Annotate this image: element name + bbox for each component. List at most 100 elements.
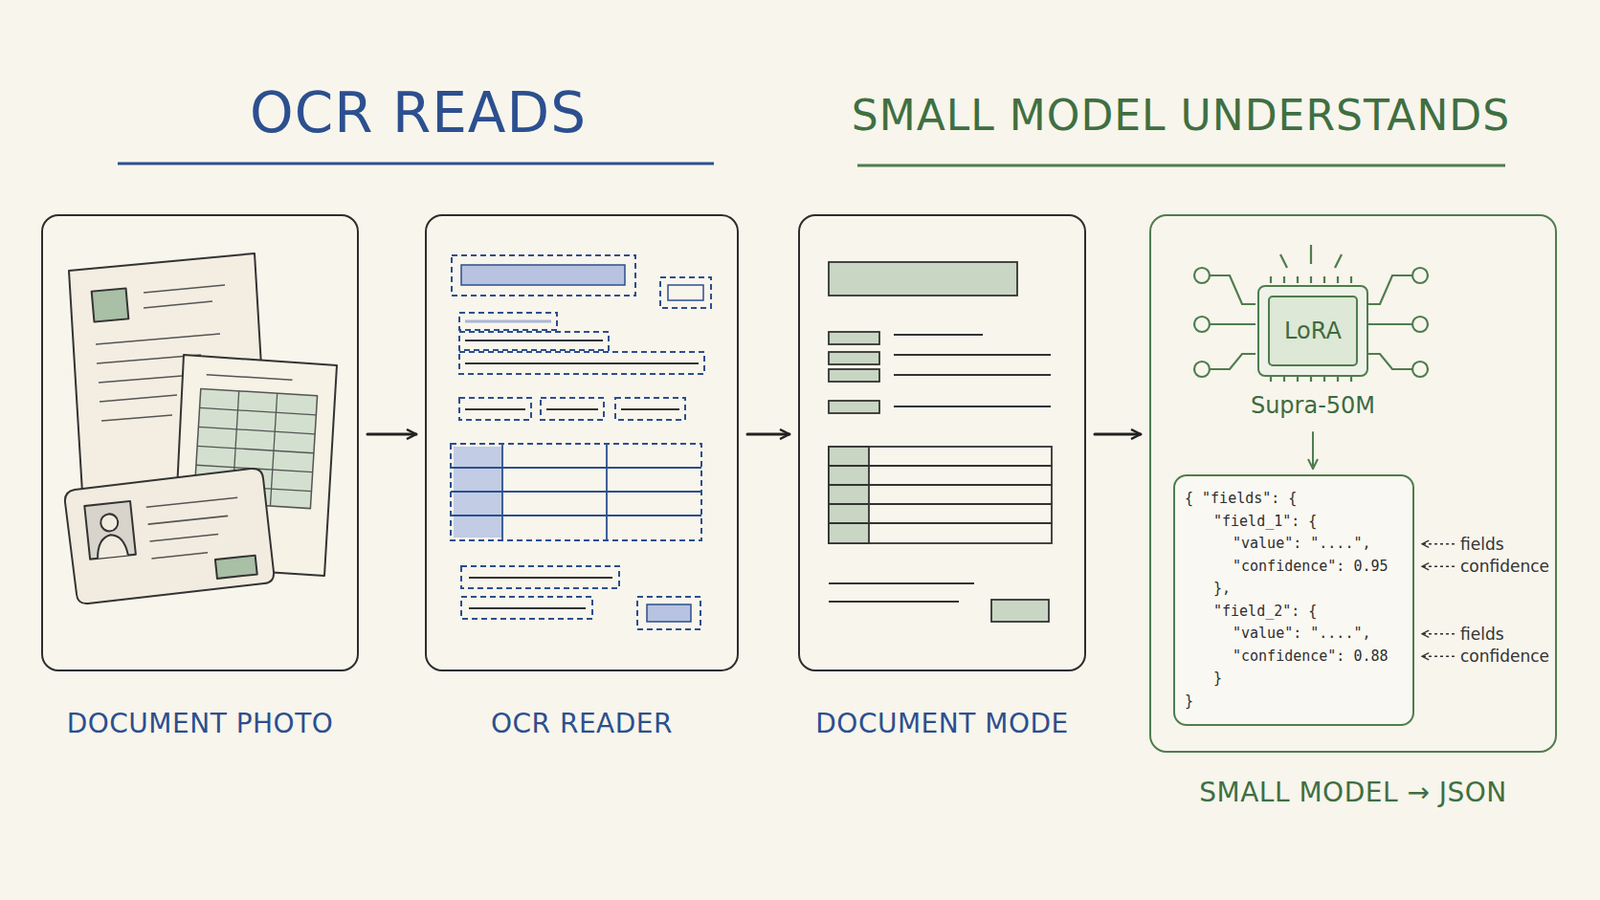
- chip-traces: [1194, 244, 1428, 382]
- illustration-stroke: [99, 512, 119, 533]
- illustration-stroke: [828, 400, 880, 414]
- illustration-stroke: [450, 444, 702, 541]
- annotation-label: confidence: [1460, 556, 1550, 577]
- illustration-stroke: [465, 408, 526, 411]
- illustration-stroke: [828, 600, 959, 603]
- model-name: Supra-50M: [1250, 392, 1376, 420]
- illustration-stroke: [1283, 276, 1286, 284]
- illustration-stroke: [893, 333, 983, 336]
- illustration-stroke: [468, 607, 586, 610]
- illustration-stroke: [828, 465, 1052, 467]
- illustration-stroke: [1310, 276, 1312, 284]
- json-code-line: "value": "....",: [1184, 622, 1400, 646]
- illustration-stroke: [828, 503, 1052, 506]
- illustration-stroke: [1296, 276, 1299, 284]
- section-heading: OCR READS: [249, 80, 587, 146]
- illustration-stroke: [197, 445, 314, 453]
- illustration-stroke: [646, 604, 691, 623]
- illustration-stroke: [991, 600, 1049, 623]
- illustration-stroke: [450, 466, 702, 469]
- illustration-stroke: [450, 490, 702, 493]
- illustration-stroke: [198, 426, 315, 434]
- flow-arrow: [367, 433, 417, 437]
- illustration-stroke: [117, 162, 714, 166]
- json-code-line: }: [1184, 667, 1400, 691]
- illustration-stroke: [1209, 323, 1256, 326]
- flow-arrow: [1094, 433, 1141, 437]
- illustration-stroke: [459, 398, 532, 421]
- illustration-stroke: [1412, 316, 1428, 333]
- illustration-stroke: [667, 285, 704, 301]
- illustration-stroke: [828, 369, 880, 382]
- illustration-stroke: [91, 288, 130, 322]
- illustration-stroke: [84, 488, 257, 592]
- illustration-stroke: [501, 444, 504, 541]
- section-heading: SMALL MODEL UNDERSTANDS: [851, 90, 1511, 140]
- json-code-line: "field_2": {: [1184, 600, 1400, 624]
- illustration-stroke: [451, 255, 636, 296]
- illustration-stroke: [269, 393, 277, 507]
- chip-body: LoRA: [1257, 285, 1369, 378]
- illustration-stroke: [1350, 276, 1353, 284]
- illustration-stroke: [143, 285, 225, 293]
- illustration-stroke: [1194, 267, 1210, 284]
- illustration-stroke: [459, 332, 609, 351]
- illustration-stroke: [1194, 316, 1210, 333]
- illustration-stroke: [540, 398, 604, 421]
- json-code-line: }: [1184, 690, 1400, 714]
- illustration-stroke: [459, 312, 557, 331]
- illustration-stroke: [605, 444, 608, 541]
- illustration-stroke: [450, 444, 702, 541]
- illustration-stroke: [828, 582, 975, 585]
- illustration-stroke: [65, 468, 274, 604]
- json-code-line: "field_1": {: [1184, 511, 1400, 534]
- annotation-label: confidence: [1460, 646, 1550, 667]
- illustration-stroke: [99, 395, 178, 402]
- document-mode-illustration: [828, 262, 1052, 623]
- annotation-label: fields: [1460, 624, 1505, 645]
- json-code-line: "confidence": 0.95: [1184, 555, 1400, 579]
- panel-caption: OCR READER: [490, 708, 673, 740]
- illustration-stroke: [461, 566, 620, 589]
- heading-underlines: [117, 163, 1506, 166]
- json-code-line: },: [1184, 577, 1400, 601]
- illustration-stroke: [1366, 323, 1413, 326]
- illustration-stroke: [215, 555, 258, 579]
- panel-caption: SMALL MODEL → JSON: [1199, 777, 1508, 809]
- illustration-stroke: [1280, 254, 1288, 268]
- json-code-line: "value": "....",: [1184, 533, 1400, 556]
- panel-caption: DOCUMENT MODE: [815, 708, 1068, 740]
- illustration-stroke: [637, 597, 701, 630]
- illustration-stroke: [1336, 276, 1339, 284]
- illustration-stroke: [459, 352, 705, 375]
- illustration-stroke: [1412, 267, 1428, 284]
- illustration-stroke: [461, 265, 625, 286]
- annotation-label: fields: [1460, 534, 1505, 555]
- illustration-stroke: [200, 407, 317, 415]
- document-photo-illustration: [65, 253, 337, 604]
- illustration-stroke: [450, 255, 712, 630]
- illustration-stroke: [1209, 354, 1256, 370]
- illustration-stroke: [1269, 276, 1272, 284]
- illustration-stroke: [150, 534, 220, 543]
- illustration-stroke: [546, 408, 599, 411]
- illustration-stroke: [101, 415, 173, 422]
- annotation-leader: [1422, 633, 1455, 636]
- illustration-stroke: [151, 553, 208, 559]
- json-output-box: { "fields": {"field_1": {"value": "...."…: [1173, 474, 1415, 727]
- illustration-stroke: [1334, 254, 1342, 268]
- illustration-stroke: [828, 262, 1018, 296]
- illustration-stroke: [828, 522, 1052, 525]
- panel-caption: DOCUMENT PHOTO: [66, 708, 334, 740]
- document-mode-panel: DOCUMENT MODE: [798, 214, 1087, 672]
- illustration-stroke: [143, 301, 213, 309]
- illustration-stroke: [828, 484, 1052, 487]
- illustration-stroke: [84, 501, 136, 560]
- illustration-stroke: [465, 362, 699, 365]
- illustration-stroke: [148, 515, 229, 525]
- illustration-stroke: [893, 374, 1051, 377]
- illustration-stroke: [615, 398, 686, 421]
- illustration-stroke: [1323, 276, 1326, 284]
- illustration-stroke: [828, 446, 1052, 544]
